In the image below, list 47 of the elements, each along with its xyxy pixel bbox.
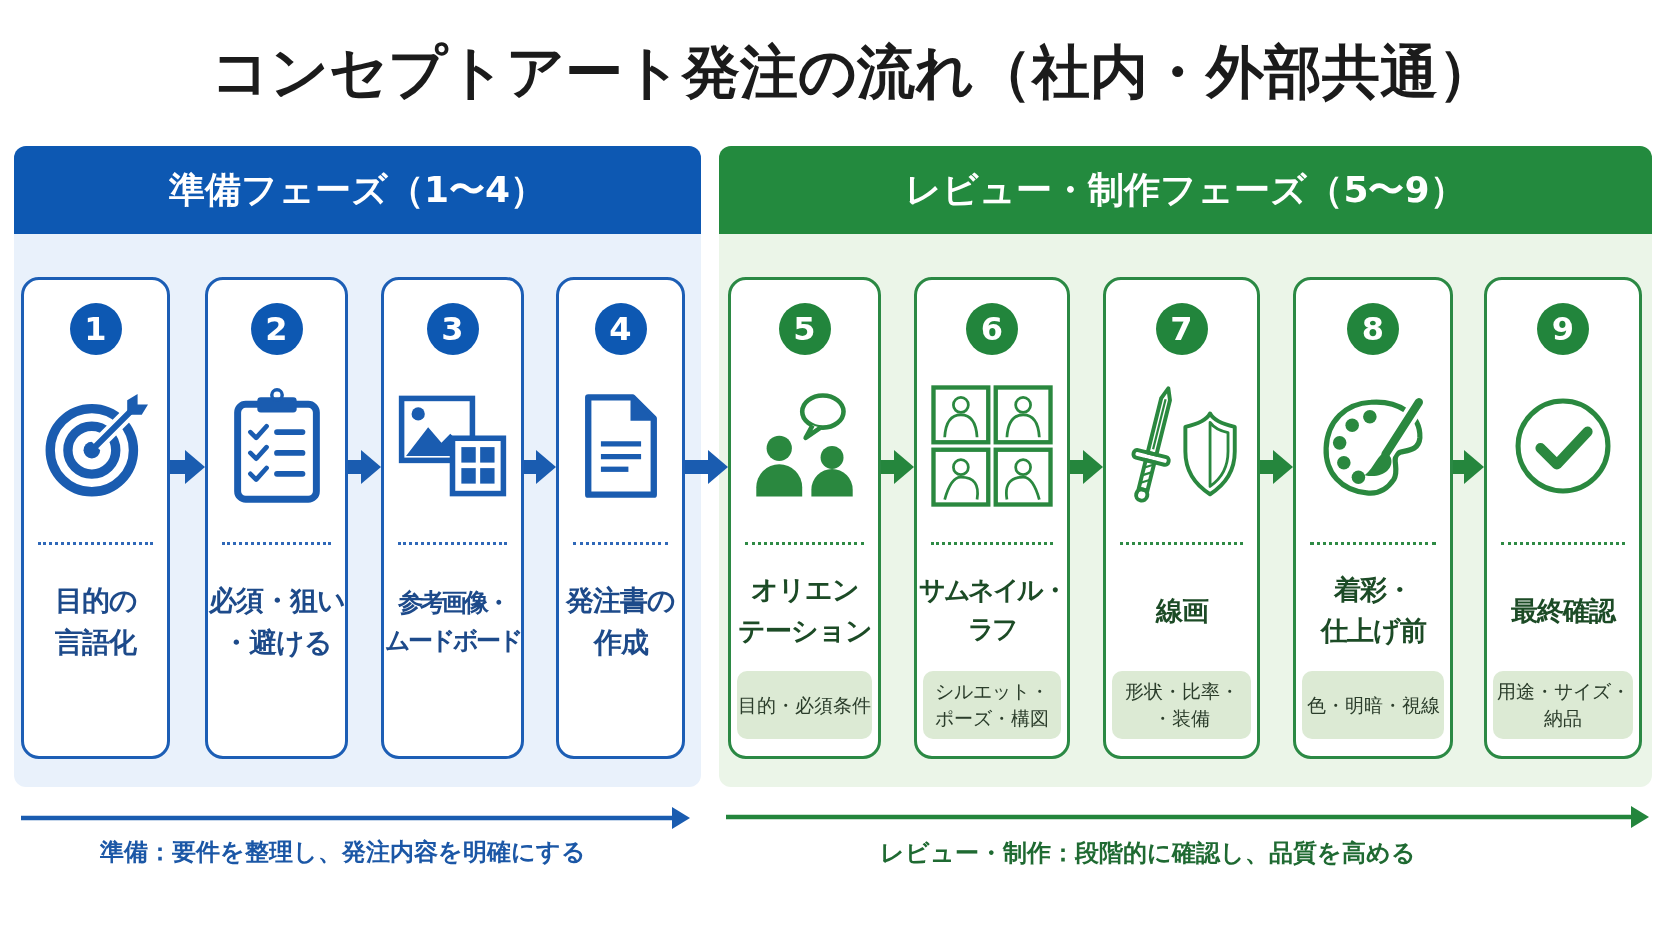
step-card: [1484, 277, 1642, 759]
step-card: [914, 277, 1070, 759]
arrow: [524, 450, 556, 484]
number-badge: 2: [250, 303, 303, 355]
number-badge: 1: [69, 303, 122, 355]
step-title: 目的の言語化: [54, 583, 137, 661]
number-badge: 5: [778, 303, 831, 355]
phase-header: レビュー・制作フェーズ（5〜9）: [719, 146, 1652, 234]
number-badge: 7: [1155, 303, 1208, 355]
arrow: [348, 450, 381, 484]
arrow: [1070, 450, 1103, 484]
keyword-box: 色・明暗・視線: [1302, 671, 1444, 739]
keyword-box: シルエット・ポーズ・構図: [923, 671, 1061, 739]
phase-panel: [719, 146, 1652, 787]
arrow: [685, 450, 728, 484]
step-title: 着彩・仕上げ前: [1320, 573, 1426, 648]
step-card: [205, 277, 348, 759]
step-title: 線画: [1155, 593, 1208, 628]
step-card: [1103, 277, 1260, 759]
number-badge: 8: [1347, 303, 1399, 355]
step-title: オリエンテーション: [737, 573, 872, 648]
keyword-box: 目的・必須条件: [737, 671, 872, 739]
phase-summary: レビュー・制作：段階的に確認し、品質を高める: [880, 838, 1416, 869]
number-badge: 6: [966, 303, 1018, 355]
step-card: [21, 277, 170, 759]
arrow: [170, 450, 205, 484]
step-card: [556, 277, 685, 759]
phase-summary: 準備：要件を整理し、発注内容を明確にする: [100, 837, 586, 868]
phase-panel: [14, 146, 701, 787]
arrow: [1453, 450, 1484, 484]
step-card: [728, 277, 881, 759]
title: コンセプトアート発注の流れ（社内・外部共通）: [210, 37, 1496, 108]
number-badge: 4: [594, 303, 647, 355]
keyword-box: 形状・比率・・装備: [1112, 671, 1251, 739]
number-badge: 9: [1537, 303, 1589, 355]
number-badge: 3: [426, 303, 479, 355]
step-title: 最終確認: [1511, 593, 1615, 628]
keyword-box: 用途・サイズ・納品: [1493, 671, 1633, 739]
arrow: [881, 450, 914, 484]
phase-header: 準備フェーズ（1〜4）: [14, 146, 701, 234]
step-card: [381, 277, 524, 759]
step-title: 参考画像・ムードボード: [384, 587, 521, 657]
step-title: 発注書の作成: [566, 583, 675, 661]
arrow: [1260, 450, 1293, 484]
step-card: [1293, 277, 1453, 759]
step-title: サムネイル・ラフ: [919, 574, 1065, 646]
step-title: 必須・狙い・避ける: [208, 583, 345, 661]
